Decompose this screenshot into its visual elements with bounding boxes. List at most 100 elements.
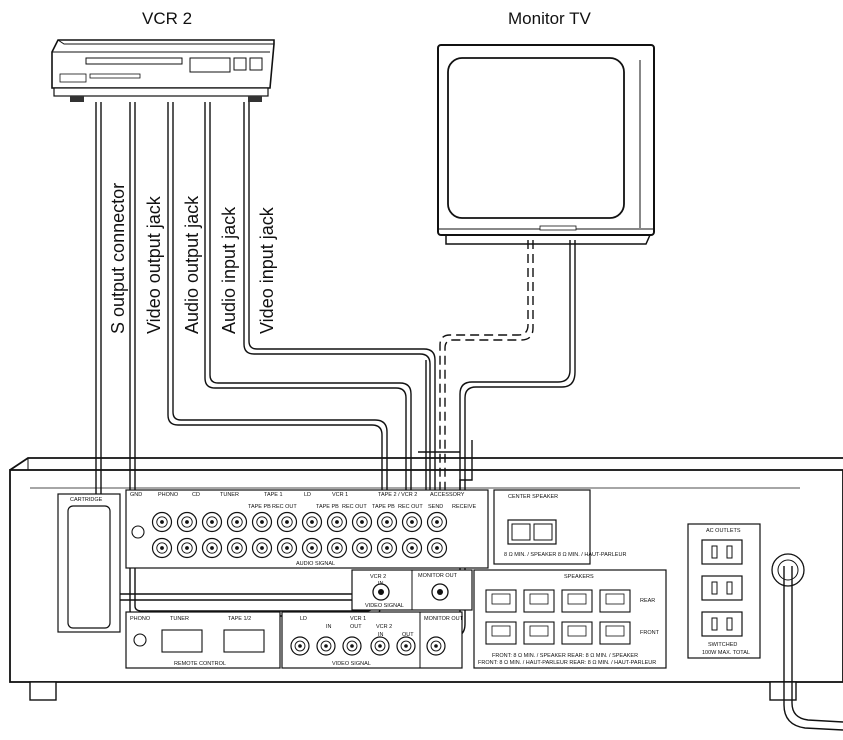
vcr2-device: VCR 2 bbox=[51, 9, 275, 102]
rca-jack bbox=[176, 511, 198, 533]
cable-s-output bbox=[95, 102, 360, 601]
video-jacks bbox=[290, 636, 446, 656]
remote-label: TUNER bbox=[170, 616, 189, 622]
speaker-terminal-knob bbox=[491, 593, 511, 605]
cables bbox=[95, 102, 576, 638]
monitor-tv-device: Monitor TV bbox=[437, 9, 655, 245]
center-speaker-label: CENTER SPEAKER bbox=[508, 494, 558, 500]
rca-jack bbox=[276, 537, 298, 559]
label-s-output: S output connector bbox=[108, 183, 128, 334]
group-label: ACCESSORY bbox=[430, 492, 465, 498]
video-jack-label: IN bbox=[326, 624, 332, 630]
rca-jack bbox=[201, 537, 223, 559]
rca-jack bbox=[176, 537, 198, 559]
rca-jack bbox=[401, 511, 423, 533]
speaker-terminal-knob bbox=[605, 625, 625, 637]
rca-jack bbox=[376, 511, 398, 533]
rca-jack bbox=[396, 636, 416, 656]
speaker-note-2: FRONT: 8 Ω MIN. / HAUT-PARLEUR REAR: 8 Ω… bbox=[478, 660, 656, 666]
cable-monitor-svideo bbox=[439, 240, 534, 556]
switched-label: SWITCHED bbox=[708, 642, 737, 648]
jack-sub-label: RECEIVE bbox=[452, 504, 476, 510]
video-signal-label-2: VIDEO SIGNAL bbox=[332, 661, 371, 667]
speakers-label: SPEAKERS bbox=[564, 574, 594, 580]
monitor-tv-title: Monitor TV bbox=[508, 9, 591, 28]
jack-sub-label: REC OUT bbox=[272, 504, 297, 510]
rca-jack bbox=[290, 636, 310, 656]
label-video-output: Video output jack bbox=[144, 195, 164, 334]
rca-jack bbox=[226, 511, 248, 533]
rca-jack bbox=[426, 511, 448, 533]
audio-signal-label: AUDIO SIGNAL bbox=[296, 561, 335, 567]
audio-jack-sub-labels: TAPE PB REC OUT TAPE PB REC OUT TAPE PB … bbox=[248, 504, 476, 510]
cable-labels: S output connector Video output jack Aud… bbox=[108, 183, 277, 334]
receiver-rear-panel: CARTRIDGE GND PHONO CD TUNER TAPE 1 LD V… bbox=[9, 457, 843, 731]
audio-input-group-labels: GND PHONO CD TUNER TAPE 1 LD VCR 1 TAPE … bbox=[130, 492, 465, 498]
vcr2-box-label: VCR 2 bbox=[370, 574, 386, 580]
video-jack-label: OUT bbox=[402, 632, 414, 638]
speaker-terminal-knob bbox=[567, 625, 587, 637]
rca-jack bbox=[251, 511, 273, 533]
rca-jack bbox=[316, 636, 336, 656]
rca-jack bbox=[301, 511, 323, 533]
video-label: LD bbox=[300, 616, 307, 622]
rca-jack bbox=[151, 511, 173, 533]
rca-jack bbox=[351, 537, 373, 559]
ac-outlets-label: AC OUTLETS bbox=[706, 528, 741, 534]
remote-label: PHONO bbox=[130, 616, 151, 622]
video-jack-label: OUT bbox=[350, 624, 362, 630]
video-jack-label: IN bbox=[378, 632, 384, 638]
rca-jack bbox=[401, 537, 423, 559]
jack-sub-label: TAPE PB bbox=[372, 504, 395, 510]
monitor-out-label-2: MONITOR OUT bbox=[424, 616, 464, 622]
group-label: LD bbox=[304, 492, 311, 498]
cable-audio-output bbox=[167, 102, 388, 545]
rca-jack bbox=[326, 511, 348, 533]
monitor-out-label: MONITOR OUT bbox=[418, 573, 458, 579]
rca-jack bbox=[376, 537, 398, 559]
jack-sub-label: REC OUT bbox=[398, 504, 423, 510]
group-label: PHONO bbox=[158, 492, 179, 498]
rca-jack bbox=[201, 511, 223, 533]
remote-control-label: REMOTE CONTROL bbox=[174, 661, 226, 667]
jack-sub-label: SEND bbox=[428, 504, 443, 510]
group-label: CD bbox=[192, 492, 200, 498]
video-label: VCR 2 bbox=[376, 624, 392, 630]
center-note: 8 Ω MIN. / SPEAKER 8 Ω MIN. / HAUT-PARLE… bbox=[504, 552, 626, 558]
jack-sub-label: REC OUT bbox=[342, 504, 367, 510]
speaker-terminal-knob bbox=[605, 593, 625, 605]
rca-jack bbox=[326, 537, 348, 559]
vcr2-title: VCR 2 bbox=[142, 9, 192, 28]
rca-jack bbox=[301, 537, 323, 559]
label-audio-output: Audio output jack bbox=[182, 195, 202, 334]
rca-jack bbox=[276, 511, 298, 533]
jack-sub-label: TAPE PB bbox=[316, 504, 339, 510]
speaker-terminal-knob bbox=[529, 593, 549, 605]
video-signal-label: VIDEO SIGNAL bbox=[365, 603, 404, 609]
cable-audio-input bbox=[204, 102, 412, 545]
label-audio-input: Audio input jack bbox=[219, 206, 239, 334]
group-label: TAPE 1 bbox=[264, 492, 283, 498]
speaker-terminal-knob bbox=[529, 625, 549, 637]
speaker-terminal-knob bbox=[567, 593, 587, 605]
front-label: FRONT bbox=[640, 630, 660, 636]
remote-label: TAPE 1/2 bbox=[228, 616, 251, 622]
ac-note: 100W MAX. TOTAL bbox=[702, 650, 750, 656]
rca-jack bbox=[426, 537, 448, 559]
group-label: GND bbox=[130, 492, 142, 498]
rca-jack bbox=[370, 636, 390, 656]
group-label: VCR 1 bbox=[332, 492, 348, 498]
speaker-terminal-knob bbox=[491, 625, 511, 637]
rca-jack bbox=[351, 511, 373, 533]
rca-jack bbox=[342, 636, 362, 656]
rca-jack bbox=[426, 636, 446, 656]
group-label: TUNER bbox=[220, 492, 239, 498]
rca-jack bbox=[251, 537, 273, 559]
group-label: TAPE 2 / VCR 2 bbox=[378, 492, 417, 498]
cartridge-label: CARTRIDGE bbox=[70, 497, 103, 503]
rca-jack bbox=[151, 537, 173, 559]
rca-jack bbox=[226, 537, 248, 559]
cable-video-input bbox=[243, 102, 436, 548]
